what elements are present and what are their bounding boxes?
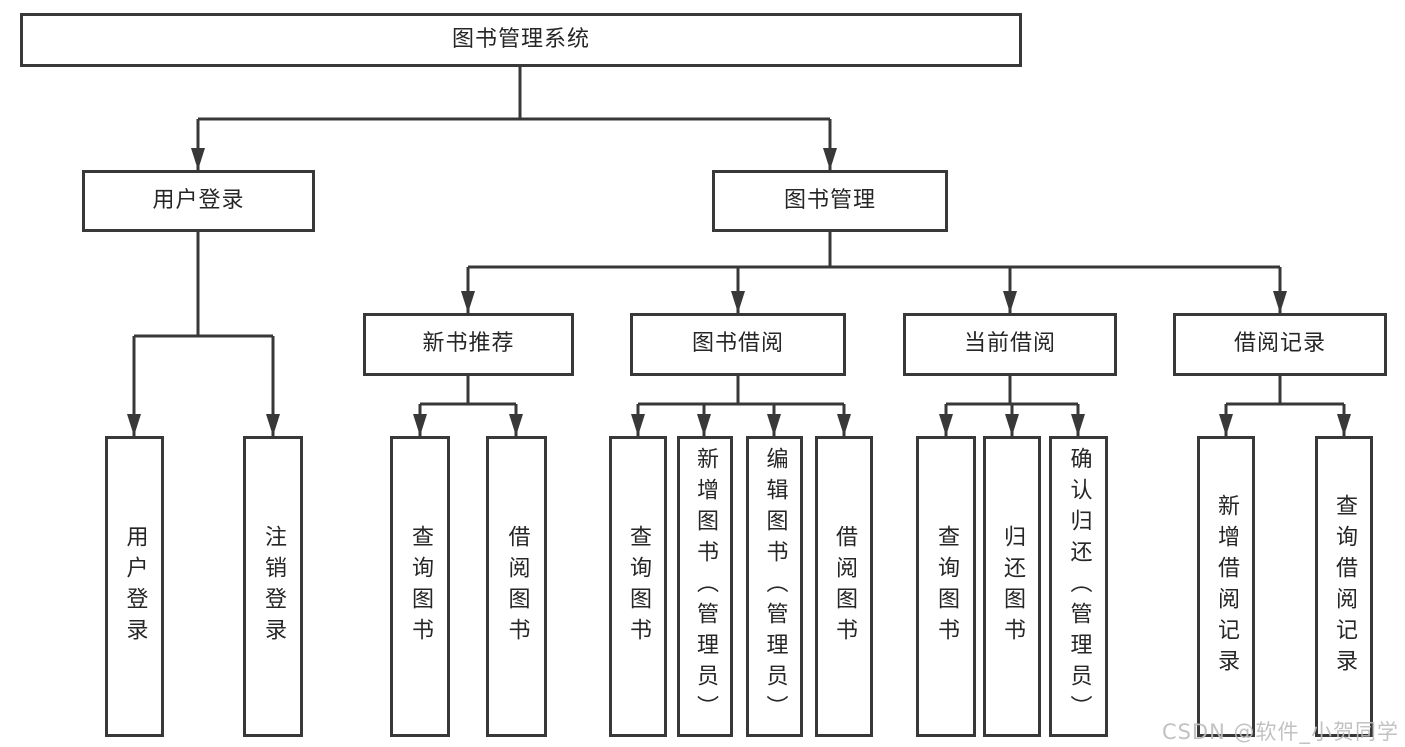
leaf-recommend-borrow-books: 借阅图书 <box>486 436 547 737</box>
leaf-records-add-record: 新增借阅记录 <box>1197 436 1255 737</box>
node-current-borrowing: 当前借阅 <box>903 313 1117 376</box>
node-user-login-branch: 用户登录 <box>82 170 315 232</box>
connector-borrowing-to-leaves <box>631 376 851 436</box>
leaf-current-return-books: 归还图书 <box>983 436 1041 737</box>
leaf-recommend-query-books: 查询图书 <box>390 436 450 737</box>
leaf-current-confirm-return-admin: 确认归还（管理员） <box>1049 436 1108 737</box>
leaf-borrowing-add-books-admin: 新增图书（管理员） <box>677 436 733 737</box>
leaf-borrowing-edit-books-admin: 编辑图书（管理员） <box>746 436 803 737</box>
connector-recommend-to-leaves <box>413 376 523 436</box>
node-book-management-branch: 图书管理 <box>712 170 948 232</box>
node-new-book-recommend: 新书推荐 <box>363 313 574 376</box>
leaf-current-query-books: 查询图书 <box>916 436 976 737</box>
leaf-user-login: 用户登录 <box>105 436 164 737</box>
connector-root-to-level2 <box>191 67 837 170</box>
leaf-logout: 注销登录 <box>243 436 303 737</box>
leaf-borrowing-query-books: 查询图书 <box>609 436 667 737</box>
leaf-borrowing-borrow-books: 借阅图书 <box>815 436 873 737</box>
connector-userlogin-to-leaves <box>127 232 280 436</box>
connector-bookmgmt-to-level3 <box>461 232 1287 313</box>
csdn-watermark: CSDN @软件_小贺同学 <box>1161 720 1399 744</box>
connector-current-to-leaves <box>939 376 1085 436</box>
node-borrowing-records: 借阅记录 <box>1173 313 1387 376</box>
node-book-borrowing: 图书借阅 <box>630 313 846 376</box>
node-library-system: 图书管理系统 <box>20 13 1022 67</box>
leaf-records-query-record: 查询借阅记录 <box>1315 436 1373 737</box>
connector-records-to-leaves <box>1219 376 1351 436</box>
